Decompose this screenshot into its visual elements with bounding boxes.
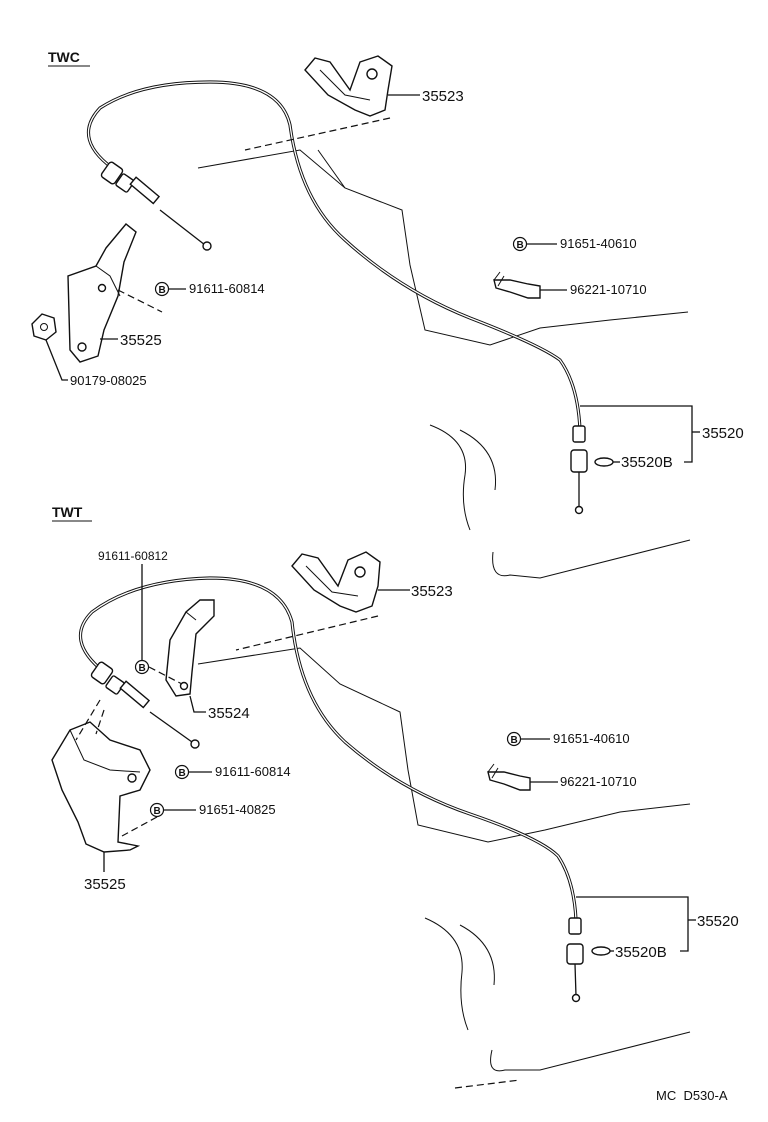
label-clip-bolt-twc: 91651-40610 [560, 236, 637, 251]
label-35523-twt: 35523 [411, 583, 453, 600]
badge-clip-bolt-twt [506, 731, 522, 747]
leader-35524-twt [189, 695, 206, 713]
badge-bolt-mid-twt-text: B [179, 768, 186, 779]
body-panel-outline [197, 149, 691, 579]
badge-bolt-low-twt [149, 802, 165, 818]
label-clamp-twt: 96221-10710 [560, 774, 637, 789]
label-clip-bolt-twt: 91651-40610 [553, 731, 630, 746]
bracket-35525-twc [67, 223, 163, 363]
badge-clip-bolt-twc [512, 236, 528, 252]
label-35525-twc: 35525 [120, 332, 162, 349]
label-35520b-twc: 35520B [621, 454, 673, 471]
badge-bolt-top-twt [134, 659, 150, 675]
body-panel-outline-twt [197, 647, 691, 1089]
bracket-35523-twt [235, 551, 381, 651]
clamp-twc [493, 271, 541, 299]
section-twc: TWC [31, 49, 744, 579]
leader-35520-twc [580, 405, 693, 463]
bracket-35523-twc [244, 55, 393, 151]
label-bolt-twc: 91611-60814 [189, 281, 265, 296]
dash-bolt-low-twt [121, 816, 158, 837]
o-ring-twt [591, 946, 611, 956]
badge-bolt-mid-twt [174, 764, 190, 780]
throttle-cable-twc [86, 80, 588, 515]
label-bolt-mid-twt: 91611-60814 [215, 764, 291, 779]
badge-bolt-low-twt-text: B [154, 806, 161, 817]
section-title-twc: TWC [48, 49, 80, 65]
clamp-twt [487, 763, 531, 791]
bracket-35524-twt [165, 599, 215, 697]
badge-bolt-twc [154, 281, 170, 297]
dash-bolt-top-twt [148, 666, 183, 685]
section-twt: TWT [51, 504, 739, 1089]
nut-twc [31, 313, 57, 341]
bracket-35525-twt [51, 699, 151, 853]
badge-clip-bolt-twt-text: B [511, 735, 518, 746]
label-35524-twt: 35524 [208, 705, 250, 722]
throttle-cable-twt [78, 576, 584, 1003]
label-35520-twt: 35520 [697, 913, 739, 930]
diagram-code: MC D530-A [656, 1088, 728, 1103]
label-bolt-top-twt: 91611-60812 [98, 549, 168, 563]
badge-clip-bolt-twc-text: B [517, 240, 524, 251]
label-35525-twt: 35525 [84, 876, 126, 893]
badge-bolt-top-twt-text: B [139, 663, 146, 674]
leader-nut-twc [45, 339, 68, 381]
section-title-twt: TWT [52, 504, 83, 520]
label-35523-twc: 35523 [422, 88, 464, 105]
badge-bolt-twc-text: B [159, 285, 166, 296]
label-nut-twc: 90179-08025 [70, 373, 147, 388]
label-clamp-twc: 96221-10710 [570, 282, 647, 297]
label-35520b-twt: 35520B [615, 944, 667, 961]
label-35520-twc: 35520 [702, 425, 744, 442]
leader-35520-twt [576, 896, 689, 952]
label-bolt-low-twt: 91651-40825 [199, 802, 276, 817]
o-ring-twc [594, 457, 614, 467]
